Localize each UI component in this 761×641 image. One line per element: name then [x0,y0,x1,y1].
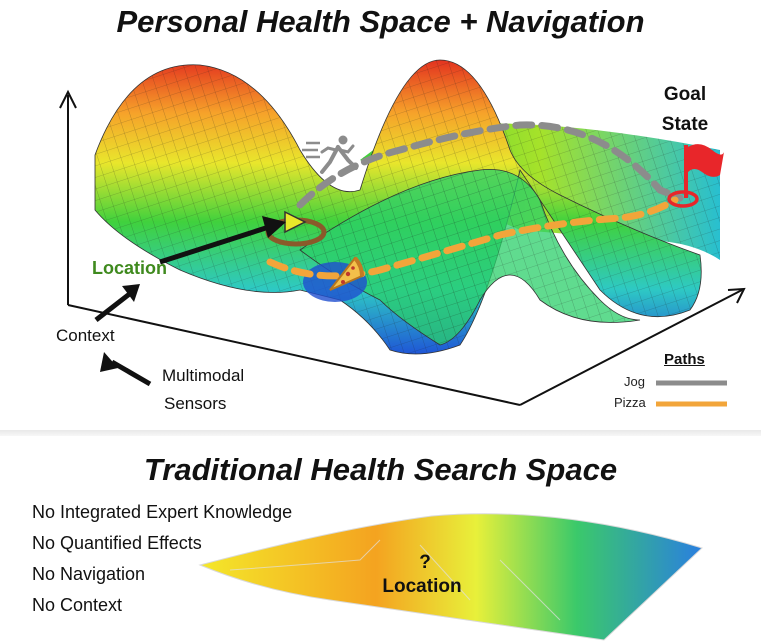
plane-question-mark: ? [419,552,431,573]
list-item: No Context [32,595,123,615]
sensors-arrow [110,359,152,387]
context-label: Context [56,326,115,345]
goal-line-1: Goal [663,84,707,105]
surface-front-ridge-grid [300,169,640,345]
list-item: No Integrated Expert Knowledge [32,502,293,522]
axes [59,89,746,406]
goal-line-2: State [661,114,709,135]
bottom-title: Traditional Health Search Space [143,452,618,487]
context-arrow [94,290,134,322]
top-title: Personal Health Space + Navigation [116,4,645,39]
location-arrow-head [262,216,286,238]
sensors-arrow-head [100,352,118,372]
jog-path [296,121,684,209]
context-arrow-head [122,284,140,302]
list-item: No Quantified Effects [32,533,202,553]
goal-target-icon [667,190,699,208]
sensors-label-line-2: Sensors [164,394,227,413]
location-arrow [159,223,273,265]
plane-location-label: Location [382,576,462,597]
legend-title: Paths [664,351,705,368]
legend-pizza-label: Pizza [614,395,646,410]
y-axis-arrowhead [59,89,77,109]
x-axis-line [67,304,521,406]
pizza-slice-icon [329,256,364,291]
sensors-label-line-1: Multimodal [162,366,245,385]
traditional-plane [198,513,703,641]
legend-jog-label: Jog [624,374,645,389]
z-axis-line [519,289,743,406]
runner-icon [302,135,358,174]
section-divider [0,430,761,436]
list-item: No Navigation [32,564,146,584]
flag-icon [684,144,724,198]
location-label: Location [92,258,167,278]
goal-state-label: Goal State [654,80,716,140]
z-axis-arrowhead [727,287,746,304]
health-surface [94,59,720,355]
